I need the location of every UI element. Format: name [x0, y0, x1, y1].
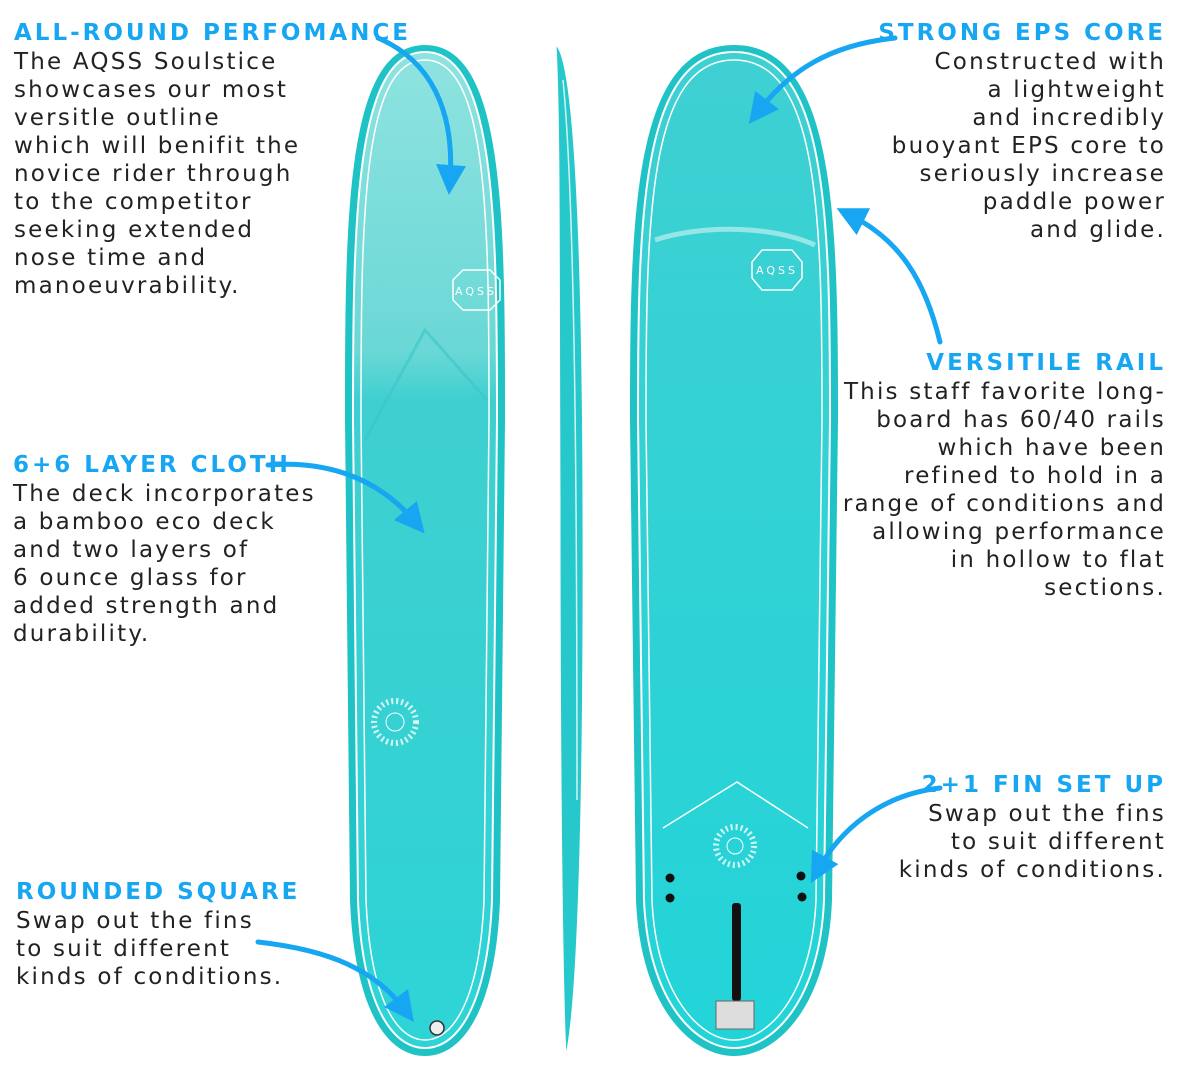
- arrow-cloth: [265, 461, 425, 534]
- feature-line: seeking extended: [14, 217, 255, 243]
- board-bottom: AQSS: [630, 45, 838, 1056]
- feature-line: buoyant EPS core to: [891, 133, 1166, 159]
- board-side-profile: [555, 43, 584, 1056]
- sun-logo: [371, 698, 419, 746]
- svg-text:AQSS: AQSS: [756, 264, 798, 277]
- feature-title: VERSITILE RAIL: [926, 350, 1166, 376]
- feature-title: STRONG EPS CORE: [878, 20, 1166, 46]
- arrow-tail: [255, 939, 415, 1022]
- feature-line: to suit different: [16, 936, 232, 962]
- feature-line: This staff favorite long-: [843, 379, 1166, 405]
- feature-line: sections.: [1044, 575, 1166, 601]
- board-label: [715, 1000, 755, 1030]
- feature-line: refined to hold in a: [904, 463, 1166, 489]
- board-deck: AQSS: [345, 45, 505, 1056]
- feature-title: ROUNDED SQUARE: [16, 879, 301, 905]
- feature-title: 6+6 LAYER CLOTH: [13, 452, 291, 478]
- feature-line: which will benifit the: [14, 133, 301, 159]
- feature-line: allowing performance: [872, 519, 1166, 545]
- feature-line: seriously increase: [919, 161, 1166, 187]
- side-fin-plugs: [665, 871, 807, 903]
- sun-logo-bottom: [713, 824, 757, 868]
- feature-rail: VERSITILE RAIL This staff favorite long-…: [843, 348, 1166, 602]
- feature-line: kinds of conditions.: [898, 857, 1166, 883]
- feature-line: and two layers of: [13, 537, 250, 563]
- feature-line: and glide.: [1029, 217, 1166, 243]
- feature-title: 2+1 FIN SET UP: [921, 772, 1166, 798]
- feature-line: which have been: [937, 435, 1166, 461]
- feature-line: novice rider through: [14, 161, 293, 187]
- feature-line: The deck incorporates: [13, 481, 316, 507]
- feature-line: The AQSS Soulstice: [14, 49, 278, 75]
- feature-line: to suit different: [950, 829, 1166, 855]
- aqss-logo: AQSS: [452, 269, 501, 311]
- feature-line: a bamboo eco deck: [13, 509, 276, 535]
- feature-line: Swap out the fins: [928, 801, 1166, 827]
- svg-text:AQSS: AQSS: [455, 285, 497, 298]
- feature-core: STRONG EPS CORE Constructed with a light…: [878, 18, 1166, 244]
- feature-line: Swap out the fins: [16, 908, 254, 934]
- feature-line: range of conditions and: [842, 491, 1166, 517]
- feature-line: to the competitor: [14, 189, 253, 215]
- feature-line: added strength and: [13, 593, 280, 619]
- feature-line: a lightweight: [987, 77, 1166, 103]
- feature-line: paddle power: [982, 189, 1166, 215]
- feature-cloth: 6+6 LAYER CLOTH The deck incorporates a …: [13, 450, 316, 648]
- feature-line: board has 60/40 rails: [876, 407, 1166, 433]
- feature-line: Constructed with: [934, 49, 1166, 75]
- feature-performance: ALL-ROUND PERFOMANCE The AQSS Soulstice …: [14, 18, 411, 300]
- arrow-core: [748, 35, 898, 124]
- feature-tail: ROUNDED SQUARE Swap out the fins to suit…: [16, 877, 300, 991]
- leash-plug: [429, 1020, 445, 1036]
- feature-title: ALL-ROUND PERFOMANCE: [14, 20, 412, 46]
- arrow-performance: [375, 35, 467, 195]
- feature-fins: 2+1 FIN SET UP Swap out the fins to suit…: [899, 770, 1166, 884]
- feature-line: durability.: [13, 621, 151, 647]
- feature-line: manoeuvrability.: [14, 273, 241, 299]
- feature-line: versitle outline: [14, 105, 221, 131]
- feature-line: showcases our most: [14, 77, 289, 103]
- feature-line: and incredibly: [972, 105, 1166, 131]
- feature-line: 6 ounce glass for: [13, 565, 248, 591]
- feature-line: kinds of conditions.: [16, 964, 284, 990]
- arrow-rail: [836, 208, 943, 345]
- feature-line: nose time and: [14, 245, 208, 271]
- callout-arrows: [255, 35, 943, 1022]
- feature-line: in hollow to flat: [950, 547, 1166, 573]
- aqss-logo-bottom: AQSS: [751, 249, 803, 291]
- center-fin-box: [732, 903, 741, 1001]
- arrow-fins: [810, 785, 943, 884]
